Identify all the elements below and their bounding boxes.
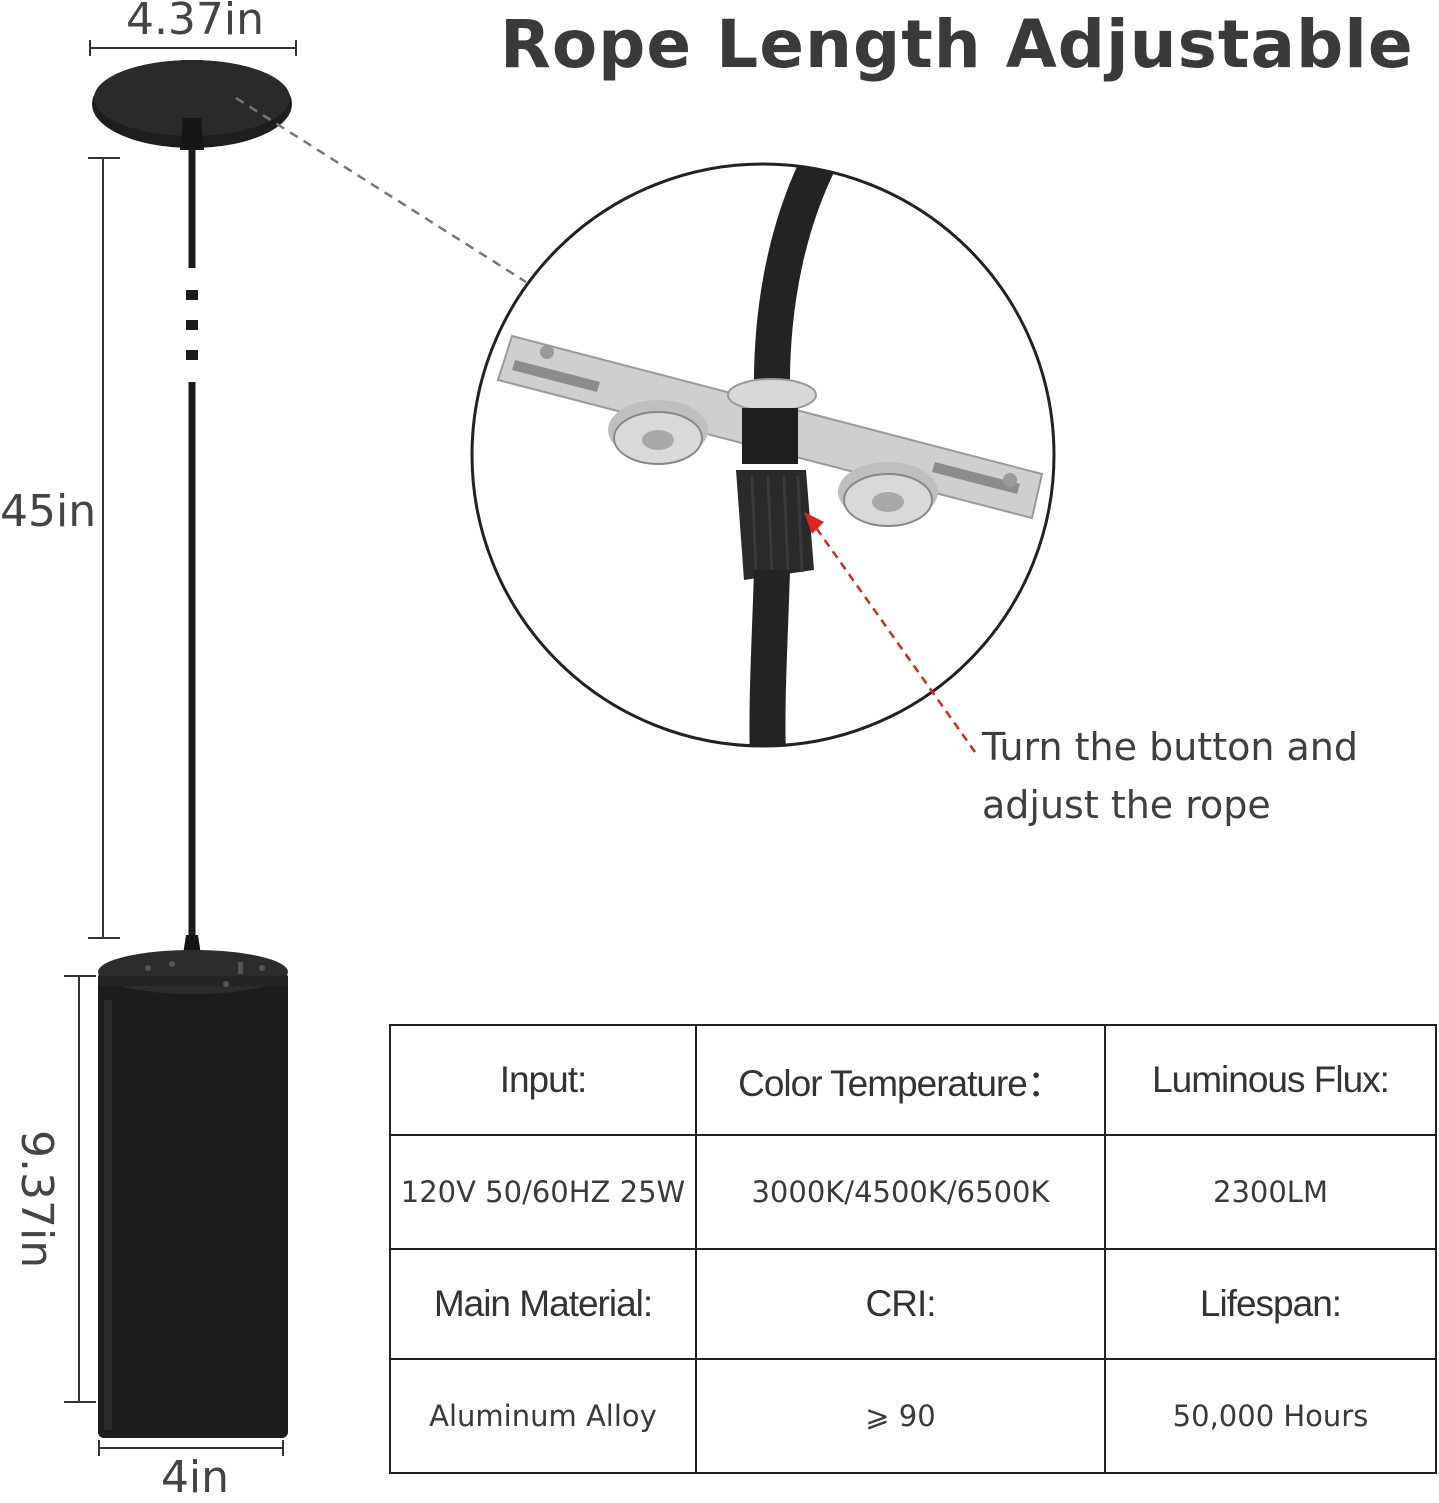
spec-header-color-temperature: Color Temperature： [695,1024,1106,1136]
spec-value-main-material: Aluminum Alloy [389,1358,697,1474]
cable-gland [736,408,814,580]
suspension-cord [180,150,204,968]
canopy-width-label: 4.37in [125,0,265,45]
spec-header-main-material: Main Material: [389,1248,697,1360]
cord-length-label: 45in [0,486,97,537]
cord-length-dimension-line [88,157,120,939]
page-title: Rope Length Adjustable [500,6,1414,83]
detail-leader-line [235,96,527,284]
pendant-cylinder-body [98,950,288,1438]
spec-header-input: Input: [389,1024,697,1136]
spec-header-lifespan: Lifespan: [1104,1248,1437,1360]
body-width-label: 4in [160,1452,230,1503]
detail-circle [470,162,1056,748]
magnet-left [608,400,708,465]
canopy-width-dimension-line [89,40,297,56]
spec-value-color-temperature: 3000K/4500K/6500K [695,1134,1106,1250]
spec-header-row: Main Material: CRI: Lifespan: [389,1248,1437,1360]
spec-value-cri: ⩾ 90 [695,1358,1106,1474]
body-height-dimension-line [64,975,96,1403]
spec-header-cri: CRI: [695,1248,1106,1360]
spec-value-row: Aluminum Alloy ⩾ 90 50,000 Hours [389,1358,1437,1474]
magnet-right [838,462,938,527]
spec-table: Input: Color Temperature： Luminous Flux:… [389,1024,1437,1474]
body-width-dimension-line [98,1440,284,1456]
spec-header-row: Input: Color Temperature： Luminous Flux: [389,1024,1437,1136]
ceiling-canopy [92,60,292,150]
body-height-label: 9.37in [11,1130,62,1269]
adjust-callout: Turn the button and adjust the rope [982,718,1358,834]
spec-value-input: 120V 50/60HZ 25W [389,1134,697,1250]
callout-line-1: Turn the button and [982,725,1358,769]
callout-line-2: adjust the rope [982,783,1271,827]
spec-value-row: 120V 50/60HZ 25W 3000K/4500K/6500K 2300L… [389,1134,1437,1250]
red-callout-arrow [804,512,977,753]
spec-value-lifespan: 50,000 Hours [1104,1358,1437,1474]
spec-header-luminous-flux: Luminous Flux: [1104,1024,1437,1136]
spec-value-luminous-flux: 2300LM [1104,1134,1437,1250]
